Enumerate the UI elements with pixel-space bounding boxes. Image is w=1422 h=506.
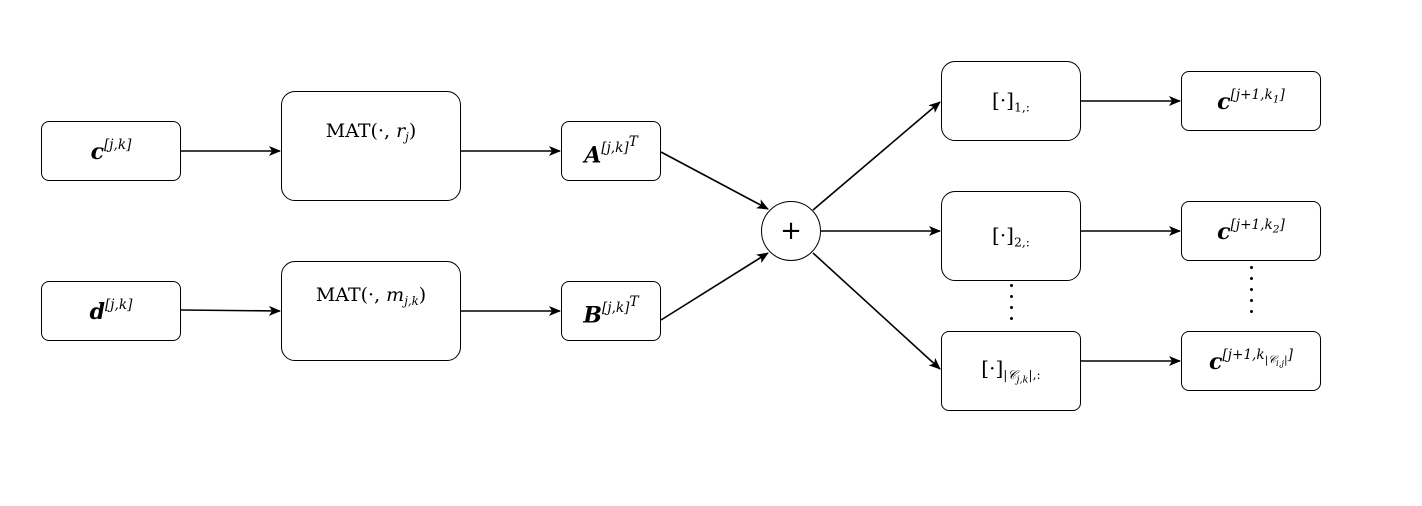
select-row2-sub: 2,: — [1013, 234, 1030, 250]
input-d-base: d — [89, 299, 105, 326]
mat-r-arg-sub: j — [405, 130, 409, 145]
output-c2-sup-k: 2 — [1272, 222, 1280, 236]
matrix-a-sup-index: [j,k] — [601, 139, 629, 156]
output-c1-sup-close: ] — [1279, 86, 1285, 103]
mat-m-close: ) — [418, 284, 427, 306]
ellipsis-dot — [1249, 277, 1253, 280]
select-row2-label: [·]2,: — [992, 223, 1030, 249]
arrow-sum-to-row1 — [812, 101, 941, 211]
input-d-label: d[j,k] — [90, 297, 133, 325]
output-clast-sup-close: ] — [1287, 346, 1293, 363]
select-rowlast-sub-c: 𝒞 — [1007, 367, 1017, 383]
sum-node: + — [761, 201, 821, 261]
arrow-d-to-mat-m — [180, 305, 281, 316]
output-clast-sup-head: [j+1,k — [1222, 346, 1265, 363]
mat-m-arg: m — [386, 284, 405, 306]
output-c2-base: c — [1217, 219, 1231, 246]
ellipsis-dot — [1009, 306, 1013, 309]
sum-symbol: + — [780, 216, 802, 246]
matrix-a-base: A — [584, 142, 602, 169]
mat-r-arg: r — [396, 120, 406, 142]
mat-m-label: MAT(·, mj,k) — [316, 284, 426, 308]
mat-r-open: (·, — [370, 120, 397, 142]
arrow-a-to-sum — [660, 151, 769, 210]
matrix-a-sup: [j,k]T — [601, 134, 638, 156]
node-input-d: d[j,k] — [41, 281, 181, 341]
input-c-base: c — [90, 139, 104, 166]
output-c1-sup: [j+1,k1] — [1230, 86, 1285, 106]
input-c-sup: [j,k] — [103, 136, 132, 153]
output-clast-sup-c-sub: i,j — [1275, 358, 1285, 369]
node-matrix-a: A[j,k]T — [561, 121, 661, 181]
select-row1-sub: 1,: — [1013, 99, 1030, 115]
matrix-b-base: B — [583, 302, 603, 329]
output-c1-label: c[j+1,k1] — [1217, 87, 1285, 115]
output-c1-base: c — [1217, 89, 1231, 116]
node-matrix-b: B[j,k]T — [561, 281, 661, 341]
mat-m-name: MAT — [315, 284, 361, 306]
output-clast-sup: [j+1,k|𝒞i,j|] — [1222, 346, 1293, 369]
node-mat-m: MAT(·, mj,k) — [281, 261, 461, 361]
matrix-a-label: A[j,k]T — [584, 134, 638, 168]
vertical-ellipsis-selectors — [1005, 284, 1017, 328]
node-select-row2: [·]2,: — [941, 191, 1081, 281]
ellipsis-dot — [1009, 295, 1013, 298]
ellipsis-dot — [1009, 284, 1013, 287]
output-clast-sup-k-close: | — [1284, 352, 1288, 366]
arrow-b-to-sum — [660, 252, 769, 321]
matrix-b-sup: [j,k]T — [602, 294, 639, 316]
node-output-c2: c[j+1,k2] — [1181, 201, 1321, 261]
mat-r-label: MAT(·, rj) — [326, 120, 417, 144]
matrix-b-sup-t: T — [629, 293, 639, 310]
matrix-b-sup-index: [j,k] — [602, 299, 630, 316]
output-clast-sup-k: |𝒞i,j| — [1264, 352, 1288, 369]
output-c2-sup: [j+1,k2] — [1230, 216, 1285, 236]
matrix-a-sup-t: T — [628, 133, 638, 150]
select-rowlast-sub: |𝒞j,k|,: — [1003, 367, 1041, 385]
vertical-ellipsis-outputs — [1245, 266, 1257, 321]
ellipsis-dot — [1249, 310, 1253, 313]
mat-r-name: MAT — [325, 120, 371, 142]
select-rowlast-sub-close: |,: — [1028, 367, 1041, 383]
output-c2-sup-close: ] — [1279, 216, 1285, 233]
select-rowlast-label: [·]|𝒞j,k|,: — [981, 356, 1040, 386]
ellipsis-dot — [1009, 317, 1013, 320]
mat-m-open: (·, — [360, 284, 387, 306]
output-clast-sup-k-open: | — [1264, 352, 1269, 366]
mat-r-close: ) — [408, 120, 417, 142]
output-c2-label: c[j+1,k2] — [1217, 217, 1285, 245]
node-select-rowlast: [·]|𝒞j,k|,: — [941, 331, 1081, 411]
node-select-row1: [·]1,: — [941, 61, 1081, 141]
arrow-sum-to-rowlast — [812, 252, 941, 370]
node-mat-r: MAT(·, rj) — [281, 91, 461, 201]
select-rowlast-bracket: [·] — [981, 356, 1004, 381]
node-output-c1: c[j+1,k1] — [1181, 71, 1321, 131]
select-row2-bracket: [·] — [992, 222, 1014, 247]
output-c2-sup-head: [j+1,k — [1230, 216, 1273, 233]
matrix-b-label: B[j,k]T — [583, 294, 638, 328]
output-c1-sup-k: 1 — [1272, 92, 1280, 106]
input-c-label: c[j,k] — [91, 137, 132, 165]
mat-m-arg-sub: j,k — [404, 294, 419, 309]
output-c1-sup-head: [j+1,k — [1230, 86, 1273, 103]
ellipsis-dot — [1249, 288, 1253, 291]
output-clast-sup-c: 𝒞 — [1268, 352, 1276, 366]
ellipsis-dot — [1249, 266, 1253, 269]
input-d-sup: [j,k] — [104, 296, 133, 313]
select-rowlast-sub-open: | — [1003, 367, 1008, 383]
ellipsis-dot — [1249, 299, 1253, 302]
select-row1-bracket: [·] — [992, 87, 1014, 112]
select-rowlast-sub-c-sub: j,k — [1016, 374, 1029, 386]
select-row1-label: [·]1,: — [992, 88, 1030, 114]
output-clast-label: c[j+1,k|𝒞i,j|] — [1209, 347, 1293, 375]
node-input-c: c[j,k] — [41, 121, 181, 181]
node-output-clast: c[j+1,k|𝒞i,j|] — [1181, 331, 1321, 391]
output-clast-base: c — [1209, 349, 1223, 376]
